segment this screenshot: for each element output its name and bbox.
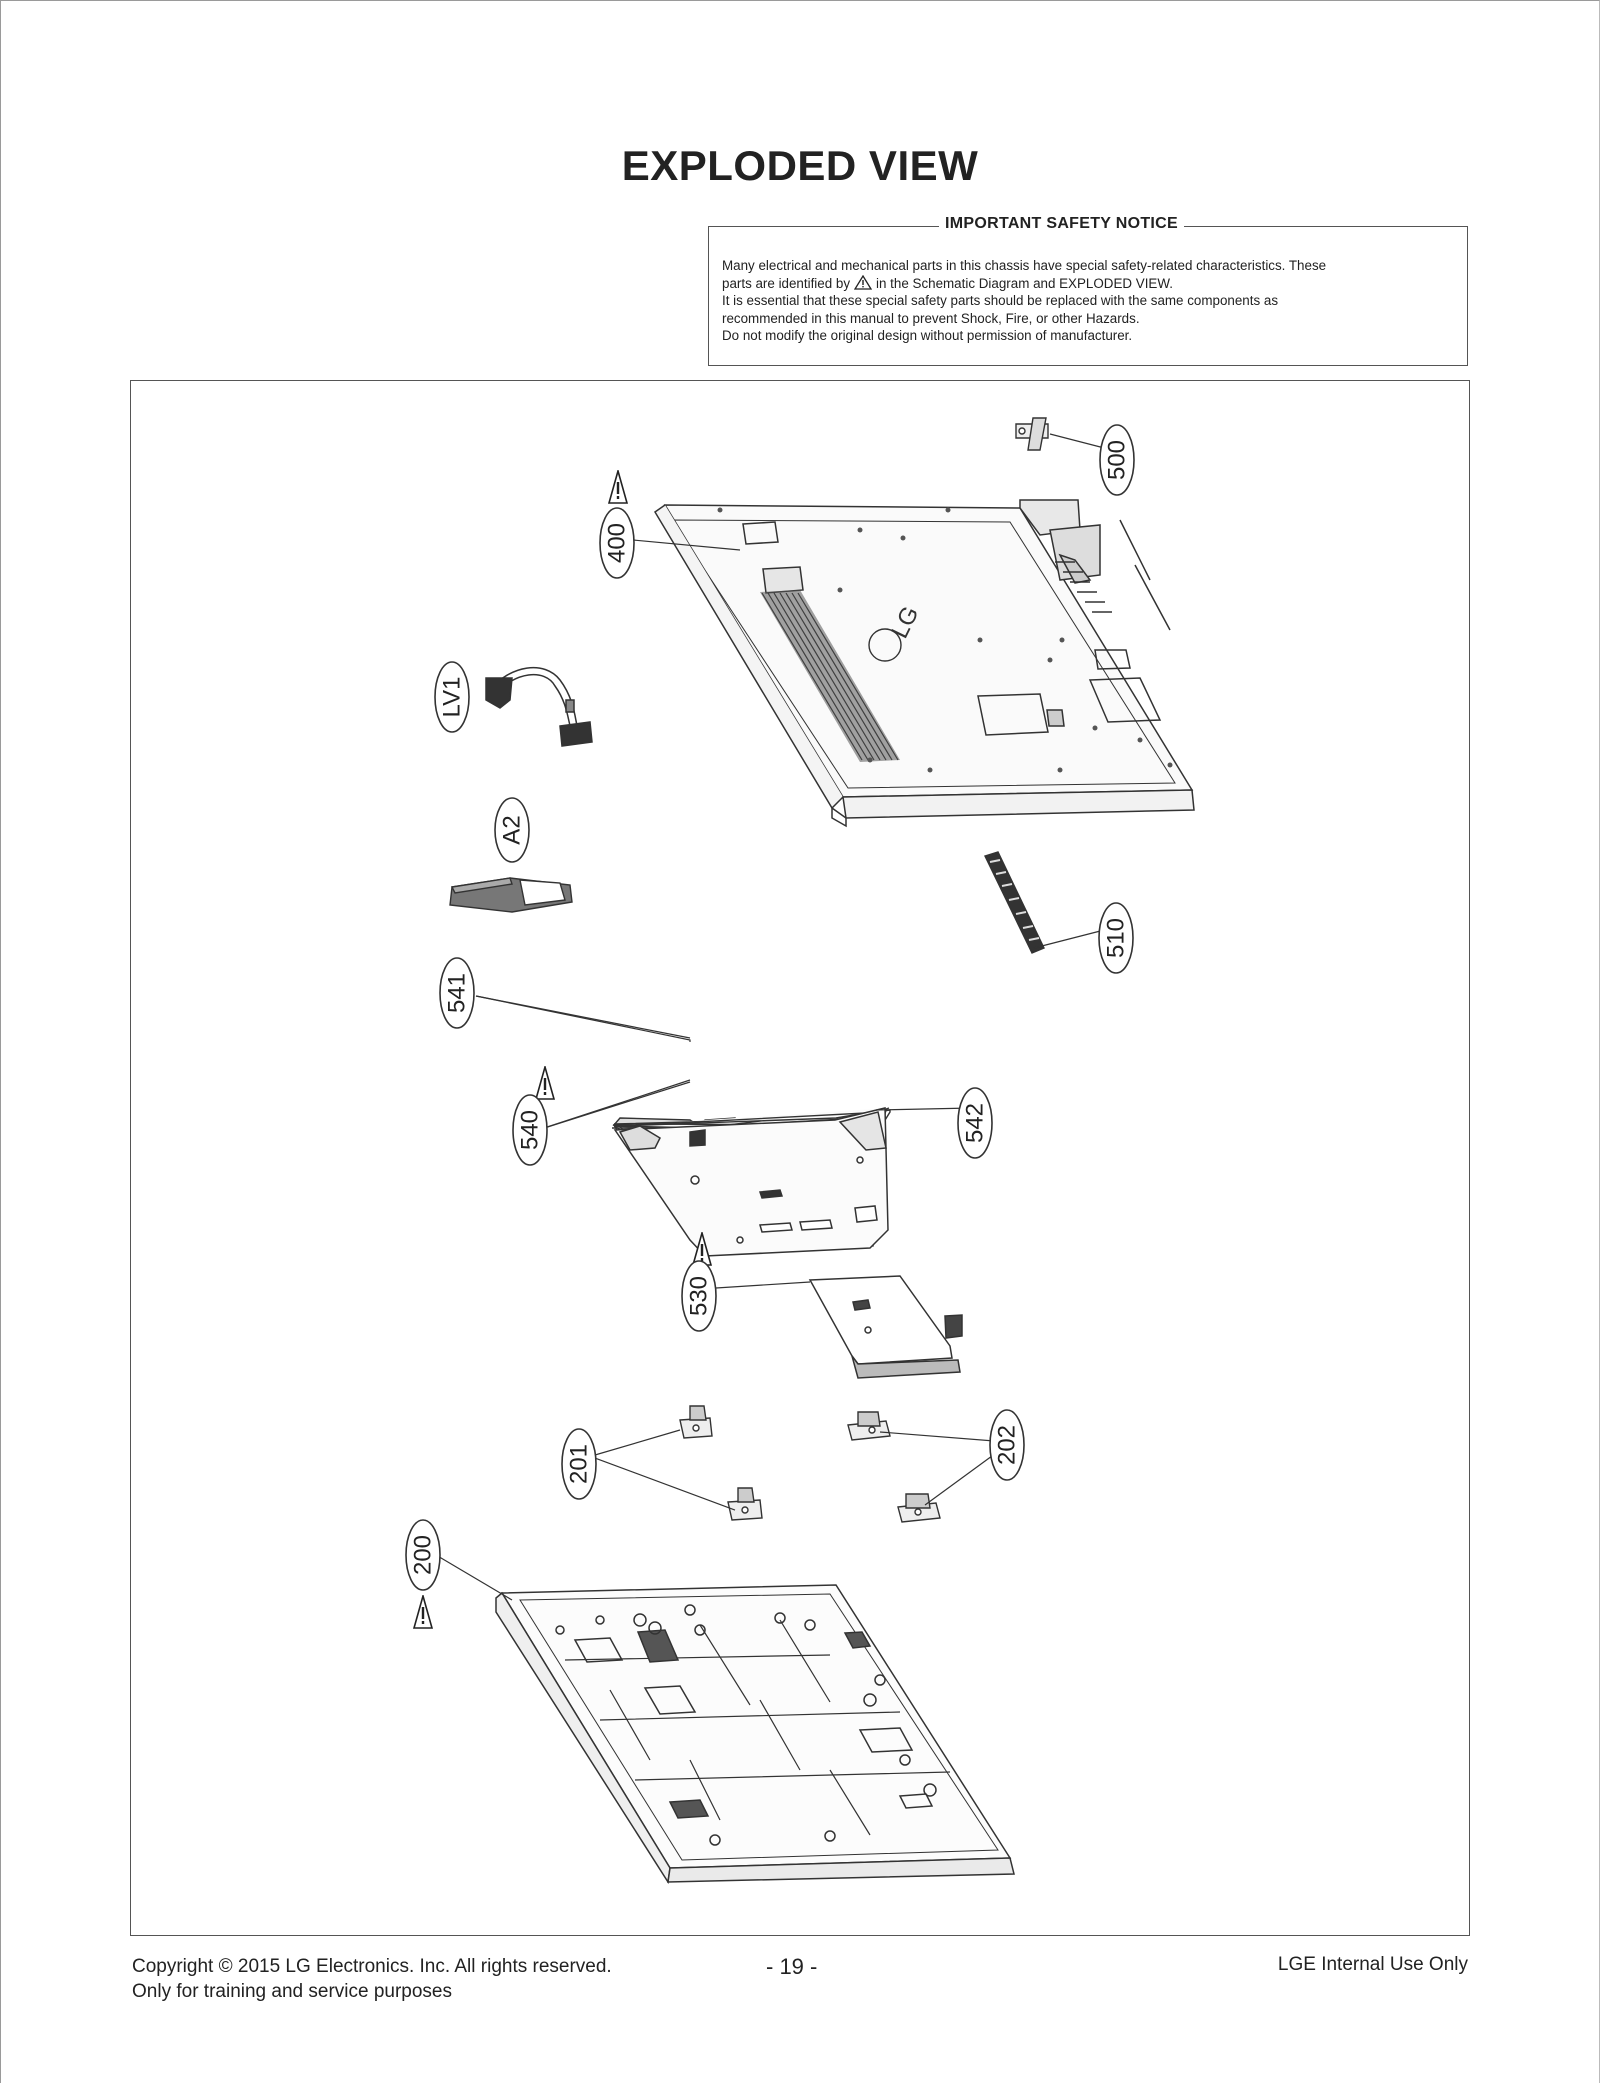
warning-triangle-icon (535, 1066, 555, 1100)
wall-mount-500 (1015, 417, 1049, 451)
main-board-540-outline (613, 1107, 889, 1257)
warning-triangle-icon (608, 470, 628, 504)
bracket-202-bottom (897, 1493, 941, 1523)
screw-holes (717, 507, 1173, 773)
lcd-panel-200 (495, 1584, 1015, 1885)
remote-a2 (449, 877, 573, 913)
notice-line: Do not modify the original design withou… (722, 328, 1133, 343)
vent-grille (760, 590, 900, 762)
part-label: 200 (410, 1535, 437, 1575)
purpose-text: Only for training and service purposes (132, 1981, 452, 2002)
part-label: 542 (962, 1103, 989, 1143)
internal-use-text: LGE Internal Use Only (1277, 1954, 1468, 1975)
safety-notice-title: IMPORTANT SAFETY NOTICE (939, 215, 1184, 233)
notice-line: Many electrical and mechanical parts in … (722, 258, 1327, 273)
warning-triangle-icon (854, 274, 873, 290)
page-title: EXPLODED VIEW (621, 142, 979, 189)
part-label: A2 (499, 815, 526, 844)
part-callout-510: 510 (1098, 902, 1134, 974)
part-callout-201: 201 (561, 1428, 597, 1500)
notice-line-part: in the Schematic Diagram and EXPLODED VI… (876, 275, 1173, 291)
part-label: 540 (517, 1110, 544, 1150)
power-board-530 (808, 1275, 963, 1379)
bracket-202-top (847, 1411, 891, 1441)
notice-line: It is essential that these special safet… (722, 293, 1279, 308)
exploded-view-frame (130, 380, 1470, 1936)
part-callout-500: 500 (1099, 424, 1135, 496)
notice-line: recommended in this manual to prevent Sh… (722, 310, 1140, 326)
warning-triangle-icon (413, 1595, 433, 1629)
part-callout-541: 541 (439, 957, 475, 1029)
part-callout-lv1: LV1 (434, 661, 470, 733)
part-callout-400: 400 (599, 507, 635, 579)
part-label: 530 (686, 1276, 713, 1316)
back-cover-400: LG (653, 499, 1195, 828)
part-label: 541 (444, 973, 471, 1013)
part-label: 202 (994, 1425, 1021, 1465)
safety-notice-body: Many electrical and mechanical parts in … (722, 257, 1454, 345)
copyright-text: Copyright © 2015 LG Electronics. Inc. Al… (132, 1956, 612, 1977)
safety-notice-box: IMPORTANT SAFETY NOTICE Many electrical … (708, 215, 1468, 366)
part-callout-540: 540 (512, 1094, 548, 1166)
cable-lv1 (485, 666, 593, 747)
speaker-510 (984, 851, 1045, 954)
part-label: 500 (1104, 440, 1131, 480)
part-callout-530: 530 (681, 1260, 717, 1332)
lg-logo (868, 628, 902, 662)
part-label: 510 (1103, 918, 1130, 958)
part-label: 201 (566, 1444, 593, 1484)
page-number: - 19 - (766, 1954, 818, 1979)
bracket-201-top (679, 1405, 713, 1439)
part-callout-202: 202 (989, 1409, 1025, 1481)
side-connectors (1055, 561, 1112, 613)
part-callout-200: 200 (405, 1519, 441, 1591)
notice-line-part: parts are identified by (722, 275, 851, 291)
part-callout-542: 542 (957, 1087, 993, 1159)
part-label: LV1 (439, 677, 466, 718)
footer-left: Copyright © 2015 LG Electronics. Inc. Al… (132, 1954, 612, 2004)
part-callout-a2: A2 (494, 797, 530, 863)
bracket-201-bottom (727, 1487, 763, 1521)
part-label: 400 (604, 523, 631, 563)
notice-line: parts are identified by in the Schematic … (722, 274, 1454, 293)
